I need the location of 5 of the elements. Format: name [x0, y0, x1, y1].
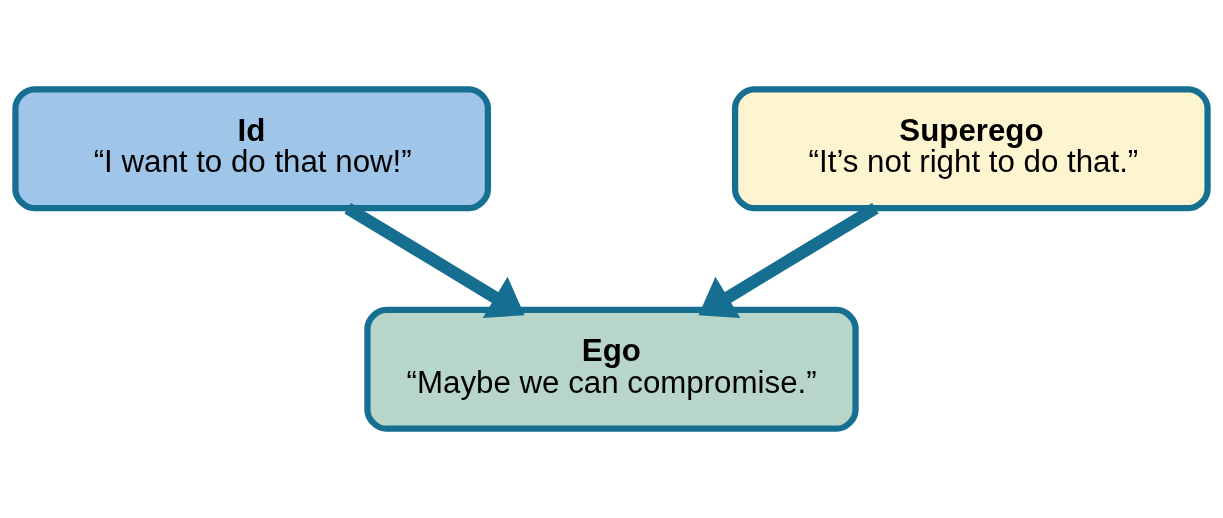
arrow: [344, 202, 525, 318]
node-box: Superego “It’s not right to do that.”: [731, 86, 1211, 212]
arrow: [698, 202, 879, 318]
node-box: Id “I want to do that now!”: [12, 86, 492, 212]
node-box: Ego “Maybe we can compromise.”: [364, 306, 859, 432]
